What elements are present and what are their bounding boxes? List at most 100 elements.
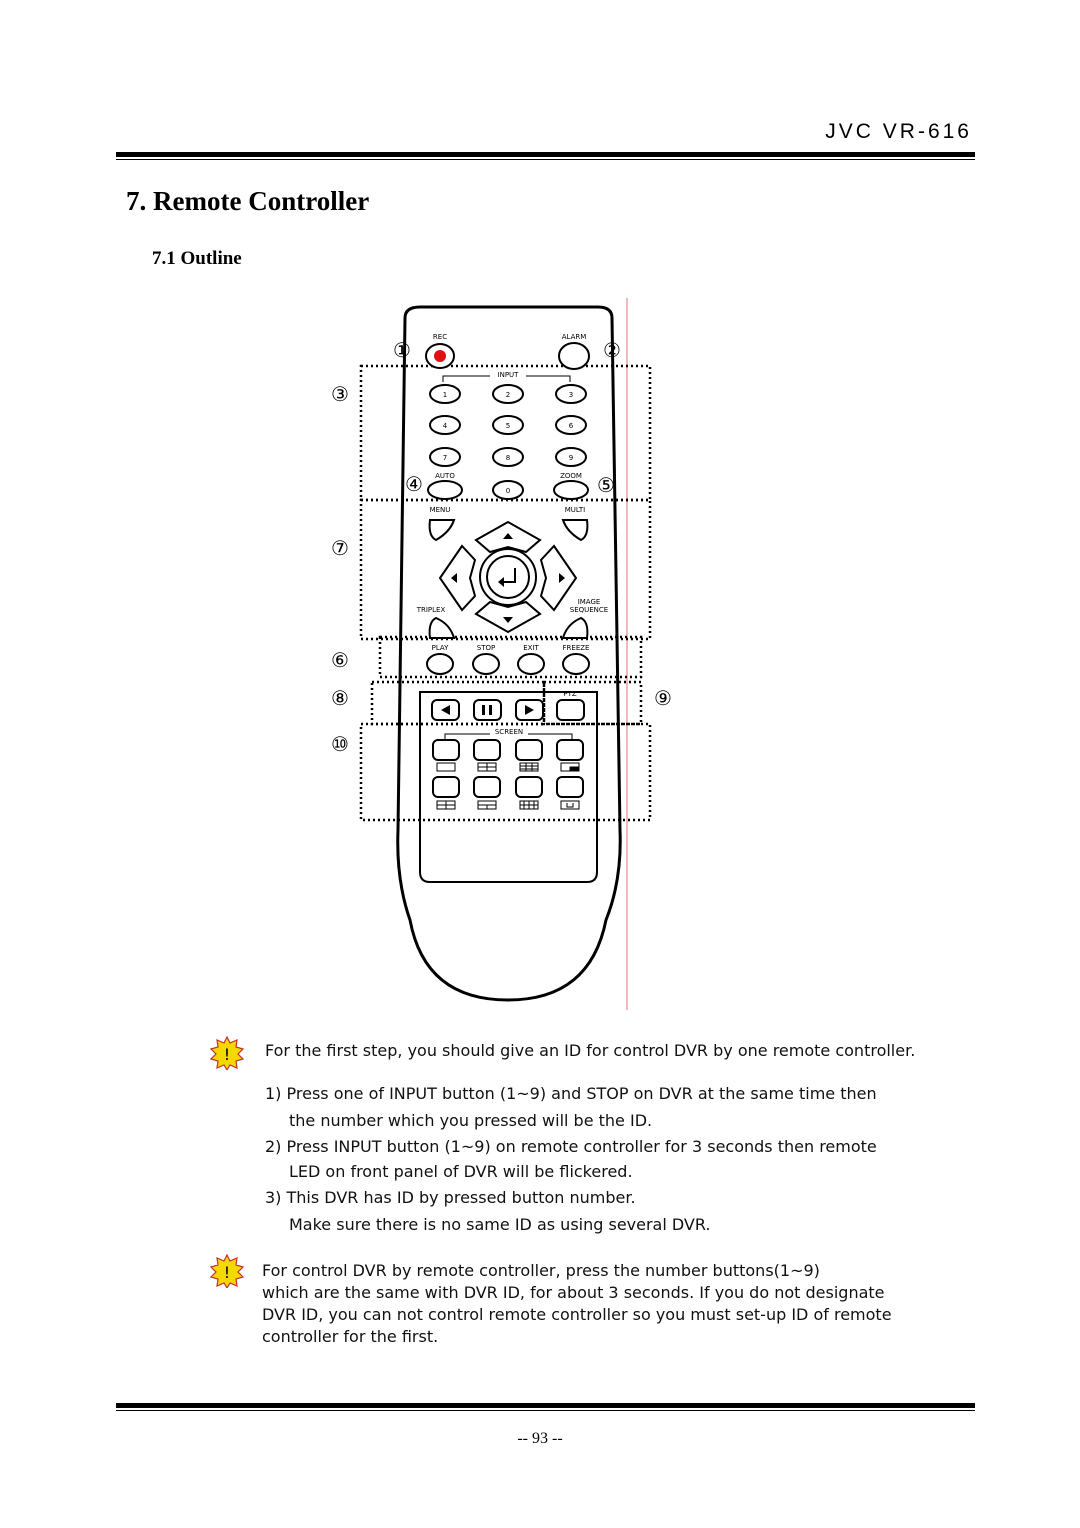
callout-5: ⑤ <box>597 473 615 497</box>
right-button <box>539 544 578 612</box>
header-rule-thin <box>116 159 975 160</box>
pause-button <box>473 699 502 721</box>
digit-button-0 <box>492 480 524 500</box>
section-title: 7. Remote Controller <box>126 186 370 216</box>
note-id-line-4: controller for the first. <box>262 1327 439 1346</box>
warning-icon: ! <box>210 1254 244 1288</box>
exit-label: EXIT <box>523 644 539 652</box>
note-first-step: For the first step, you should give an I… <box>265 1041 916 1060</box>
digit-button-1 <box>429 384 461 404</box>
zoom-label: ZOOM <box>560 472 582 480</box>
footer-rule-thin <box>116 1410 975 1411</box>
nine-screen-icon <box>519 762 539 772</box>
digit-button-5 <box>492 415 524 435</box>
remote-body <box>396 305 622 1002</box>
remote-text-label: 1 <box>443 391 447 399</box>
region-navigation <box>359 498 652 641</box>
step-3-line-1: 3) This DVR has ID by pressed button num… <box>265 1188 636 1207</box>
digit-button-3 <box>555 384 587 404</box>
right-arrow-icon <box>559 573 565 583</box>
screen-button-4 <box>556 739 584 761</box>
callout-3: ③ <box>331 382 349 406</box>
remote-text-label: 3 <box>569 391 573 399</box>
ptz-label: PTZ <box>563 690 576 698</box>
step-1-line-1: 1) Press one of INPUT button (1~9) and S… <box>265 1084 877 1103</box>
auto-button <box>427 480 463 500</box>
digit-button-9 <box>555 447 587 467</box>
digit-button-2 <box>492 384 524 404</box>
up-arrow-icon <box>503 533 513 539</box>
exit-button <box>517 653 545 675</box>
remote-text-label: 8 <box>506 454 510 462</box>
remote-text-label: 9 <box>569 454 573 462</box>
multi-button <box>561 519 589 542</box>
step-3-line-2: Make sure there is no same ID as using s… <box>289 1215 711 1234</box>
callout-2: ② <box>603 338 621 362</box>
step-2-line-2: LED on front panel of DVR will be flicke… <box>289 1162 633 1181</box>
left-button <box>438 544 477 612</box>
triplex-label: TRIPLEX <box>416 606 446 614</box>
screen-buttons <box>432 739 584 798</box>
screen-label: SCREEN <box>495 728 523 736</box>
digit-buttons <box>429 384 587 500</box>
freeze-label: FREEZE <box>563 644 590 652</box>
rec-label: REC <box>433 333 447 341</box>
remote-text-label: 7 <box>443 454 447 462</box>
callout-9: ⑨ <box>654 686 672 710</box>
remote-text-label: ! <box>224 1263 230 1282</box>
play-button <box>426 653 454 675</box>
down-arrow-icon <box>503 617 513 623</box>
callout-10: ⑩ <box>331 732 349 756</box>
stop-label: STOP <box>477 644 495 652</box>
menu-button <box>428 519 456 542</box>
enter-icon <box>501 568 516 583</box>
sequence-label: SEQUENCE <box>570 606 608 614</box>
header-rule-thick <box>116 152 975 157</box>
step-1-line-2: the number which you pressed will be the… <box>289 1111 653 1130</box>
dotted-regions <box>359 364 652 822</box>
footer-rule-thick <box>116 1403 975 1408</box>
digit-button-4 <box>429 415 461 435</box>
remote-text-label: 2 <box>506 391 510 399</box>
remote-text-label: 4 <box>443 422 448 430</box>
auto-label: AUTO <box>435 472 455 480</box>
multi-label: MULTI <box>565 506 585 514</box>
lower-panel <box>419 691 598 883</box>
document-model-header: JVC VR-616 <box>825 120 972 143</box>
alarm-label: ALARM <box>562 333 587 341</box>
digit-button-6 <box>555 415 587 435</box>
note-id-line-1: For control DVR by remote controller, pr… <box>262 1261 820 1280</box>
rec-indicator <box>434 350 446 362</box>
callout-6: ⑥ <box>331 648 349 672</box>
play-label: PLAY <box>432 644 450 652</box>
remote-text-label: 5 <box>506 422 510 430</box>
screen-button-6 <box>473 776 501 798</box>
rewind-icon <box>441 705 450 715</box>
digit-labels: 1 2 3 4 5 6 7 8 9 0 <box>443 391 574 495</box>
zoom-button <box>553 480 589 500</box>
callout-1: ① <box>393 338 411 362</box>
sequence-screen-icon <box>560 800 580 810</box>
triplex-button <box>428 616 456 639</box>
screen-button-3 <box>515 739 543 761</box>
screen-layout-icons <box>436 762 580 810</box>
step-2-line-1: 2) Press INPUT button (1~9) on remote co… <box>265 1137 877 1156</box>
screen-button-2 <box>473 739 501 761</box>
pause-icon <box>482 705 485 715</box>
enter-button <box>486 555 530 599</box>
digit-button-8 <box>492 447 524 467</box>
alarm-button <box>558 342 590 370</box>
input-label: INPUT <box>498 371 520 379</box>
forward-icon <box>525 705 534 715</box>
region-playback <box>378 635 643 679</box>
region-screen <box>359 722 652 822</box>
callout-4: ④ <box>405 472 423 496</box>
screen-button-1 <box>432 739 460 761</box>
remote-text-label: 6 <box>569 422 574 430</box>
section-subtitle: 7.1 Outline <box>152 248 242 269</box>
warning-icon: ! <box>210 1036 244 1070</box>
freeze-button <box>562 653 590 675</box>
remote-text-label: 0 <box>506 487 510 495</box>
region-input <box>359 364 652 502</box>
callout-numbers: ① ② ③ ④ ⑤ ⑥ ⑦ ⑧ ⑨ ⑩ <box>331 338 672 756</box>
